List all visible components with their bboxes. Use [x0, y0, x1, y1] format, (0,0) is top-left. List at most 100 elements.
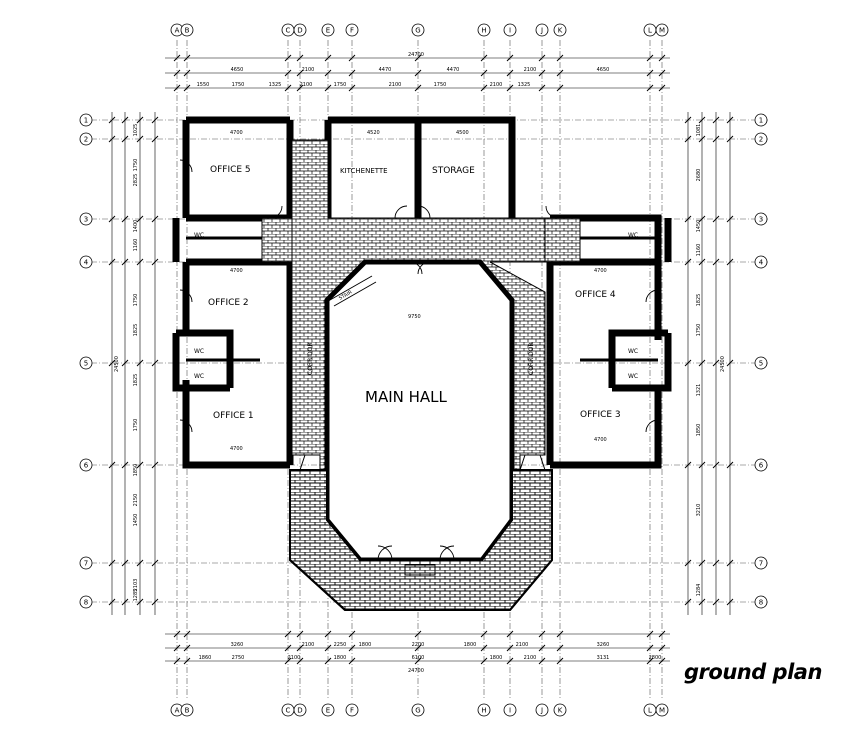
dim-side-left: 24500	[114, 356, 120, 372]
grid-label: B	[185, 707, 190, 715]
grid-bubble-E: E	[321, 23, 335, 37]
grid-label: L	[648, 707, 652, 715]
grid-label: 5	[759, 360, 763, 368]
bottom-dimension: 2800	[649, 655, 662, 661]
grid-label: G	[415, 27, 420, 35]
grid-label: 6	[759, 462, 764, 470]
bottom-dimension: 3131	[597, 655, 610, 661]
room-label-wc: WC	[194, 373, 204, 380]
grid-bubble-F: F	[345, 23, 359, 37]
grid-bubble-6: 6	[79, 458, 93, 472]
room-label-wc: WC	[628, 232, 638, 239]
grid-bubble-B: B	[180, 23, 194, 37]
right-dimension: 1081	[696, 124, 702, 137]
grid-bubble-C: C	[281, 703, 295, 717]
grid-bubble-G: G	[411, 703, 425, 717]
room-label-storage: STORAGE	[432, 166, 475, 176]
right-dimension: 1160	[696, 244, 702, 257]
grid-bubble-7: 7	[79, 556, 93, 570]
bottom-dimension: 1860	[199, 655, 212, 661]
top-dimension: 1750	[334, 82, 347, 88]
left-dimension: 1750	[133, 159, 139, 172]
grid-label: 4	[84, 259, 89, 267]
grid-label: G	[415, 707, 420, 715]
top-dimension: 2100	[300, 82, 313, 88]
left-dimension: 2150	[133, 494, 139, 507]
grid-bubble-6: 6	[754, 458, 768, 472]
top-dimension: 1750	[232, 82, 245, 88]
left-dimension: 1160	[133, 239, 139, 252]
room-label-office1: OFFICE 1	[213, 411, 254, 421]
grid-bubble-J: J	[535, 703, 549, 717]
grid-bubble-4: 4	[754, 255, 768, 269]
grid-bubble-M: M	[655, 23, 669, 37]
grid-label: F	[350, 707, 354, 715]
grid-bubble-1: 1	[754, 113, 768, 127]
grid-label: C	[286, 707, 291, 715]
right-dimension: 1825	[696, 294, 702, 307]
right-dimension: 1321	[696, 384, 702, 397]
grid-label: H	[481, 707, 486, 715]
grid-label: 3	[84, 216, 88, 224]
grid-label: 2	[84, 136, 88, 144]
left-dimension: 1025	[133, 124, 139, 137]
bottom-dimension: 1800	[334, 655, 347, 661]
grid-bubble-L: L	[643, 23, 657, 37]
room-label-wc: WC	[628, 348, 638, 355]
dim-kitchen: 4520	[367, 130, 380, 136]
bottom-dimension: 2100	[302, 642, 315, 648]
bottom-dimension: 2200	[412, 642, 425, 648]
bottom-dimension: 1800	[359, 642, 372, 648]
grid-bubble-3: 3	[754, 212, 768, 226]
grid-bubble-F: F	[345, 703, 359, 717]
room-label-wc: WC	[194, 232, 204, 239]
room-label-office5: OFFICE 5	[210, 165, 251, 175]
grid-label: C	[286, 27, 291, 35]
grid-bubble-8: 8	[754, 595, 768, 609]
right-dimension: 3210	[696, 504, 702, 517]
grid-label: 8	[84, 599, 88, 607]
grid-bubble-K: K	[553, 23, 567, 37]
stair	[329, 275, 377, 307]
bottom-dimension: 3260	[597, 642, 610, 648]
grid-label: 3	[759, 216, 763, 224]
grid-label: K	[558, 27, 563, 35]
grid-label: 5	[84, 360, 88, 368]
grid-bubble-C: C	[281, 23, 295, 37]
top-dimension: 4470	[447, 67, 460, 73]
grid-label: 1	[84, 117, 88, 125]
grid-label: J	[540, 27, 543, 35]
left-dimension: 1825	[133, 324, 139, 337]
dimension-ticks	[108, 54, 734, 665]
dim-office4: 4700	[594, 268, 607, 274]
bottom-dimension: 6100	[412, 655, 425, 661]
grid-label: I	[509, 707, 511, 715]
grid-bubble-B: B	[180, 703, 194, 717]
grid-bubble-8: 8	[79, 595, 93, 609]
grid-label: M	[659, 27, 665, 35]
top-dimension: 1550	[197, 82, 210, 88]
main-hall-outline	[324, 259, 515, 563]
grid-label: L	[648, 27, 652, 35]
grid-label: 1	[759, 117, 763, 125]
grid-label: M	[659, 707, 665, 715]
right-dimension: 1450	[696, 220, 702, 233]
dim-office5: 4700	[230, 130, 243, 136]
grid-bubble-D: D	[293, 703, 307, 717]
grid-label: D	[297, 27, 302, 35]
bottom-dimension: 2250	[334, 642, 347, 648]
grid-bubble-K: K	[553, 703, 567, 717]
dim-hall: 9750	[408, 314, 421, 320]
room-label-office4: OFFICE 4	[575, 290, 616, 300]
grid-bubble-2: 2	[79, 132, 93, 146]
bottom-dimension: 1800	[490, 655, 503, 661]
grid-label: B	[185, 27, 190, 35]
room-label-corridor: CORRIDOR	[528, 342, 535, 375]
bottom-dimension: 1800	[464, 642, 477, 648]
dim-overall-bottom: 24700	[408, 668, 424, 674]
right-dimension: 1850	[696, 424, 702, 437]
room-label-main-hall: MAIN HALL	[365, 388, 448, 406]
left-dimension: 1285	[133, 589, 139, 602]
inner-walls	[186, 236, 658, 362]
